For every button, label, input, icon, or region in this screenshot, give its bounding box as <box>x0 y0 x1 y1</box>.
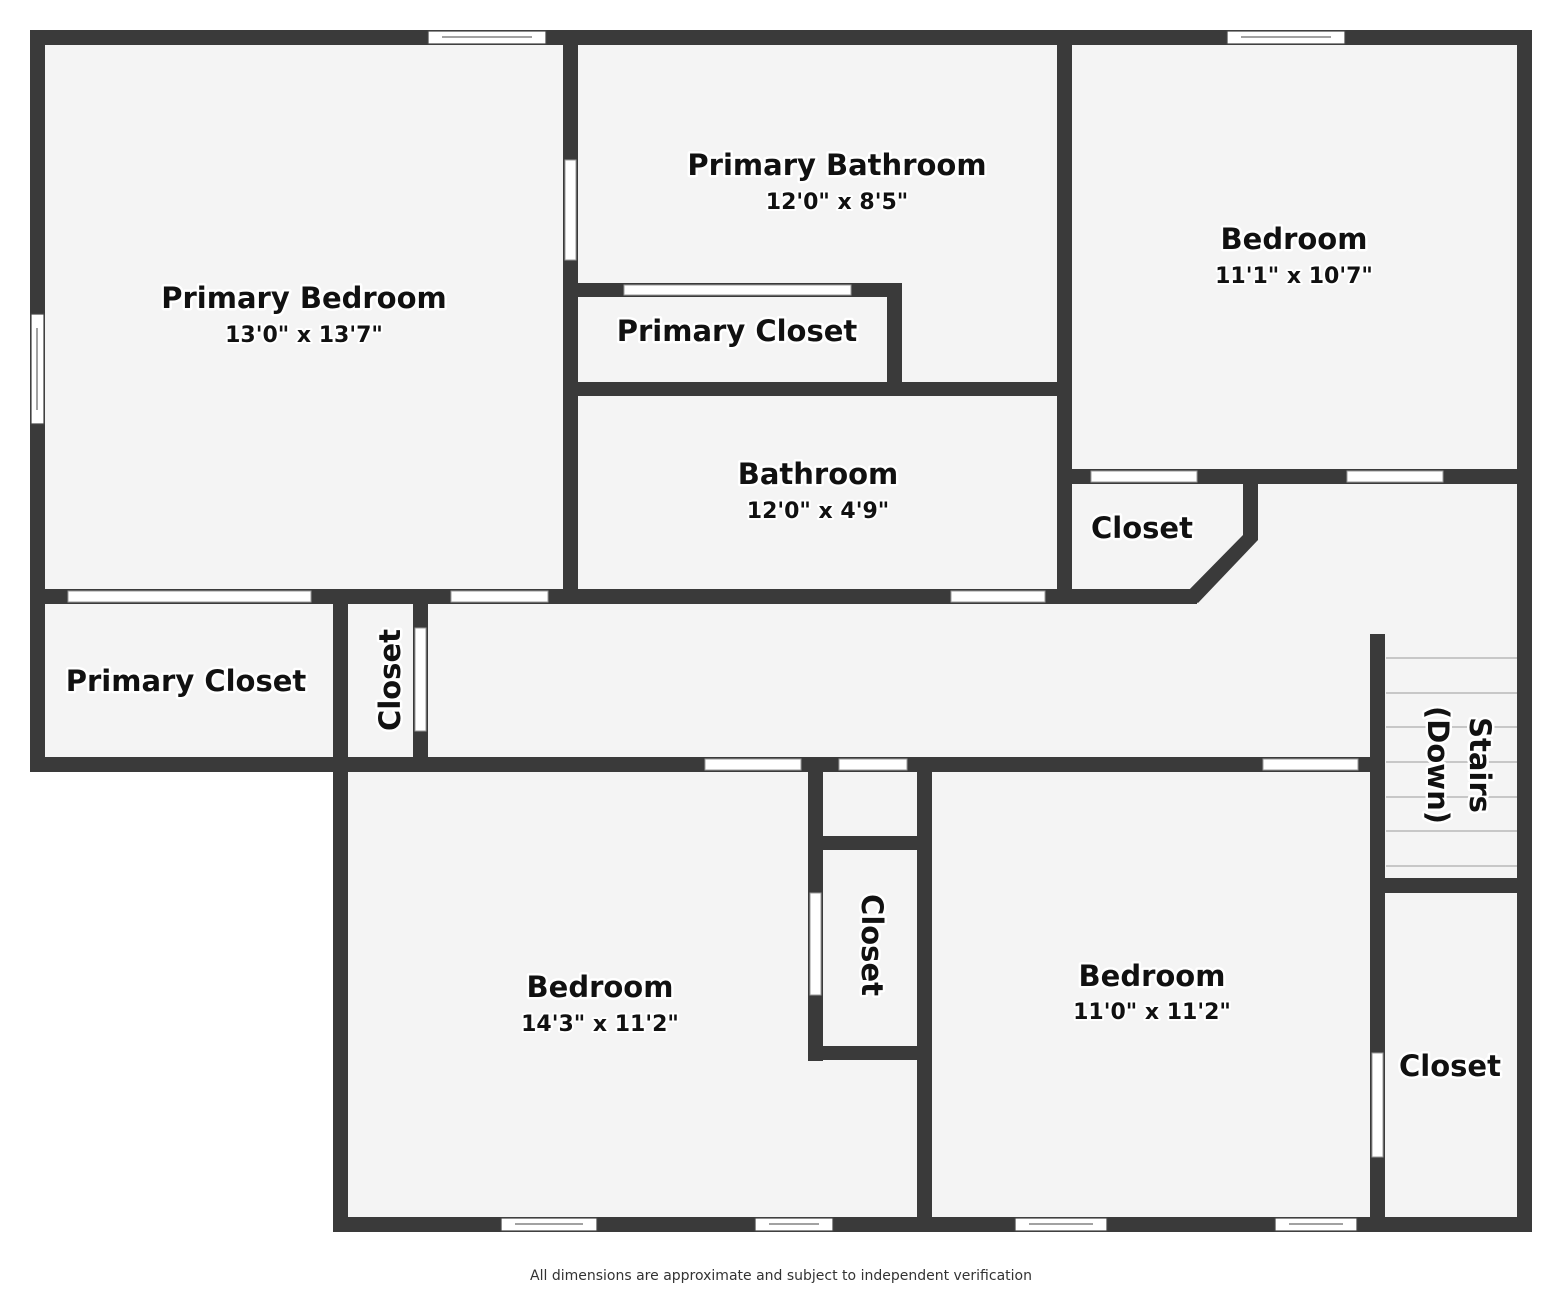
bedroom-top-right-label: Bedroom <box>1221 222 1368 256</box>
floor-areas <box>30 30 1532 1232</box>
closet-hall-label: Closet <box>373 629 407 731</box>
closet-middle-label: Closet <box>855 894 889 996</box>
bedroom-bottom-right-label: Bedroom <box>1079 959 1226 993</box>
bathroom-dims: 12'0" x 4'9" <box>747 499 889 524</box>
bathroom-label: Bathroom <box>738 457 899 491</box>
bedroom-bottom-right-dims: 11'0" x 11'2" <box>1073 1000 1231 1025</box>
stair-treads <box>1386 657 1517 867</box>
primary-bathroom-dims: 12'0" x 8'5" <box>766 190 908 215</box>
bedroom-top-right-dims: 11'1" x 10'7" <box>1215 264 1373 289</box>
door-openings <box>67 159 1444 1158</box>
closet-upper-right-label: Closet <box>1091 511 1193 545</box>
closet-bottom-right-label: Closet <box>1399 1049 1501 1083</box>
walls <box>30 30 1532 1232</box>
room-labels: Primary Bedroom 13'0" x 13'7" Primary Ba… <box>63 146 1503 1086</box>
bedroom-bottom-left-label: Bedroom <box>527 970 674 1004</box>
primary-bathroom-label: Primary Bathroom <box>687 148 986 182</box>
primary-bedroom-label: Primary Bedroom <box>161 281 446 315</box>
primary-closet-upper-label: Primary Closet <box>617 314 858 348</box>
disclaimer-text: All dimensions are approximate and subje… <box>530 1268 1032 1284</box>
primary-bedroom-dims: 13'0" x 13'7" <box>225 323 383 348</box>
stairs-down-label: (Down) <box>1421 706 1455 824</box>
bedroom-bottom-left-dims: 14'3" x 11'2" <box>521 1012 679 1037</box>
stairs-label: Stairs <box>1463 717 1497 813</box>
primary-closet-lower-label: Primary Closet <box>66 664 307 698</box>
windows <box>30 30 1358 1232</box>
